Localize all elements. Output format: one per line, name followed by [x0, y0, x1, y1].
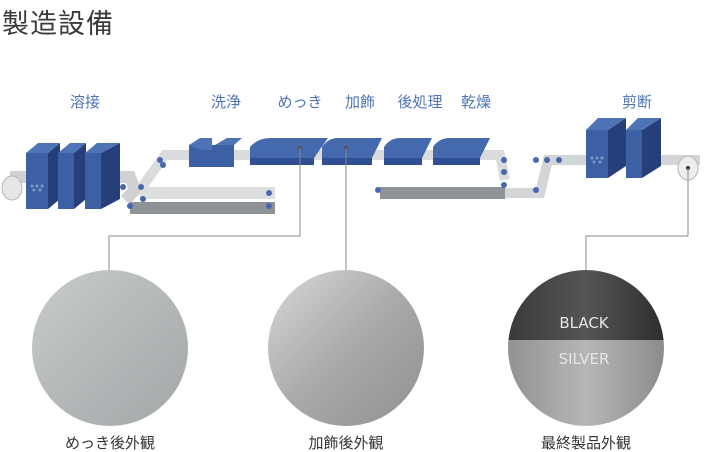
finish-label-silver: SILVER: [559, 350, 610, 368]
final-product-swatch: [508, 270, 664, 426]
cleaning-tank: [189, 138, 242, 167]
caption-after-decoration: 加飾後外観: [308, 434, 383, 452]
process-label-cleaning: 洗浄: [211, 93, 241, 111]
welding-machines: [26, 143, 120, 209]
page-title: 製造設備: [2, 9, 114, 40]
process-label-post-treatment: 後処理: [397, 93, 442, 111]
rollers: [120, 146, 562, 209]
process-label-shearing: 剪断: [622, 93, 652, 111]
caption-final-product: 最終製品外観: [541, 434, 631, 452]
decorated-sample-swatch: [268, 270, 424, 426]
process-units: [250, 138, 490, 165]
process-label-welding: 溶接: [70, 93, 100, 111]
process-label-plating: めっき: [277, 93, 322, 111]
plated-sample-swatch: [32, 270, 188, 426]
caption-after-plating: めっき後外観: [65, 434, 155, 452]
shearing-machines: [586, 118, 661, 178]
process-label-decoration: 加飾: [345, 93, 375, 111]
process-label-drying: 乾燥: [461, 93, 491, 111]
leader-lines: [108, 148, 689, 270]
finish-label-black: BLACK: [559, 314, 609, 332]
